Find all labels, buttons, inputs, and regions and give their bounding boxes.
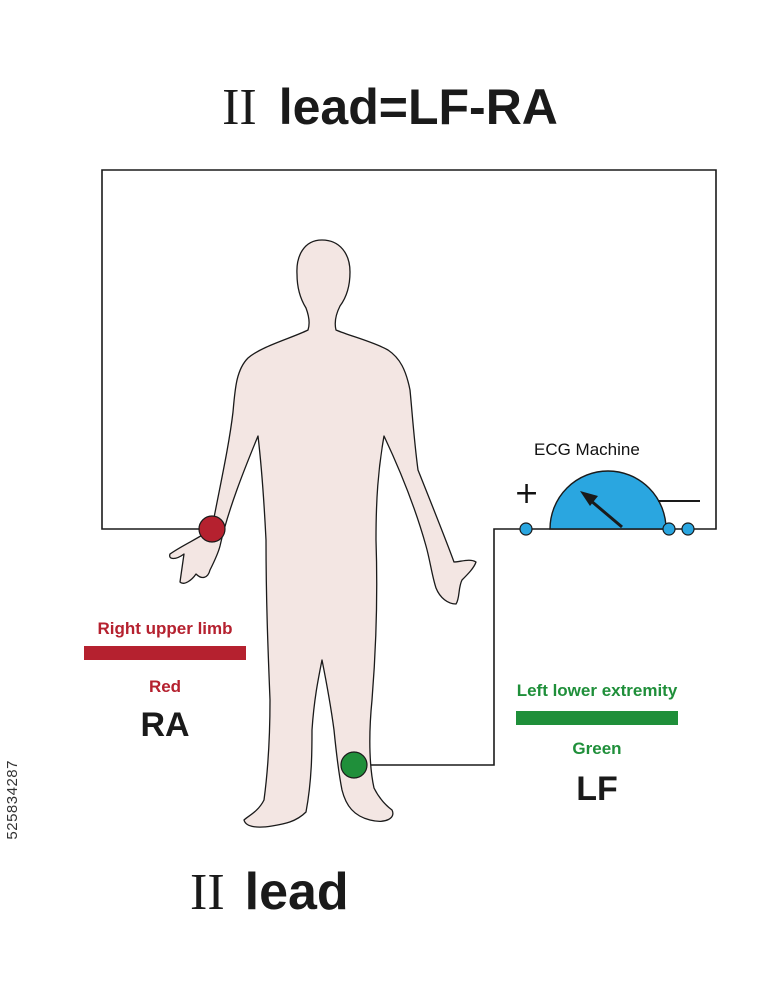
gauge-needle [589,498,623,529]
right-arm-color-bar [84,646,246,660]
watermark-id: 525834287 [4,760,21,840]
positive-terminal [519,522,533,536]
title-text: lead=LF-RA [278,79,558,135]
left-leg-label: Left lower extremity [516,681,678,700]
bottom-title: II lead [190,862,349,922]
right-arm-label: Right upper limb [97,619,233,638]
right-arm-electrode [198,515,226,543]
negative-terminal-2 [681,522,695,536]
circuit-wire [101,169,717,530]
leg-wire [354,528,526,766]
left-leg-color-name: Green [572,739,622,758]
left-leg-color-bar [516,711,678,725]
right-arm-color-name: Red [148,677,182,696]
ecg-machine-gauge [549,470,667,530]
left-leg-abbr: LF [576,770,618,808]
human-silhouette [169,239,477,828]
bottom-roman-numeral: II [190,864,225,921]
plus-sign: + [514,476,540,511]
right-arm-abbr: RA [140,706,190,744]
ecg-machine-label: ECG Machine [534,440,640,459]
left-leg-electrode [340,751,368,779]
title-roman-numeral: II [222,79,257,136]
bottom-title-text: lead [244,863,349,921]
negative-terminal-1 [662,522,676,536]
diagram-title: II lead=LF-RA [0,78,780,137]
gauge-needle-arrowhead-icon [580,491,598,506]
